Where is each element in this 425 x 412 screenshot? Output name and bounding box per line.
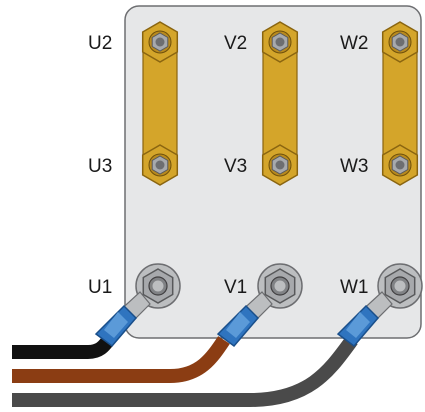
label-v3: V3 <box>224 156 247 177</box>
terminal-w1-nut-icon <box>384 268 416 304</box>
label-u3: U3 <box>88 156 112 177</box>
wire-gray <box>12 335 358 407</box>
label-w2: W2 <box>340 33 369 54</box>
label-w1: W1 <box>340 277 369 298</box>
wire-brown <box>12 336 230 383</box>
label-w3: W3 <box>340 156 369 177</box>
label-u1: U1 <box>88 277 112 298</box>
wire-black <box>12 333 116 359</box>
label-v1: V1 <box>224 277 247 298</box>
terminal-u1-nut-icon <box>142 268 174 304</box>
label-v2: V2 <box>224 33 247 54</box>
terminal-v1-nut-icon <box>264 268 296 304</box>
label-u2: U2 <box>88 33 112 54</box>
